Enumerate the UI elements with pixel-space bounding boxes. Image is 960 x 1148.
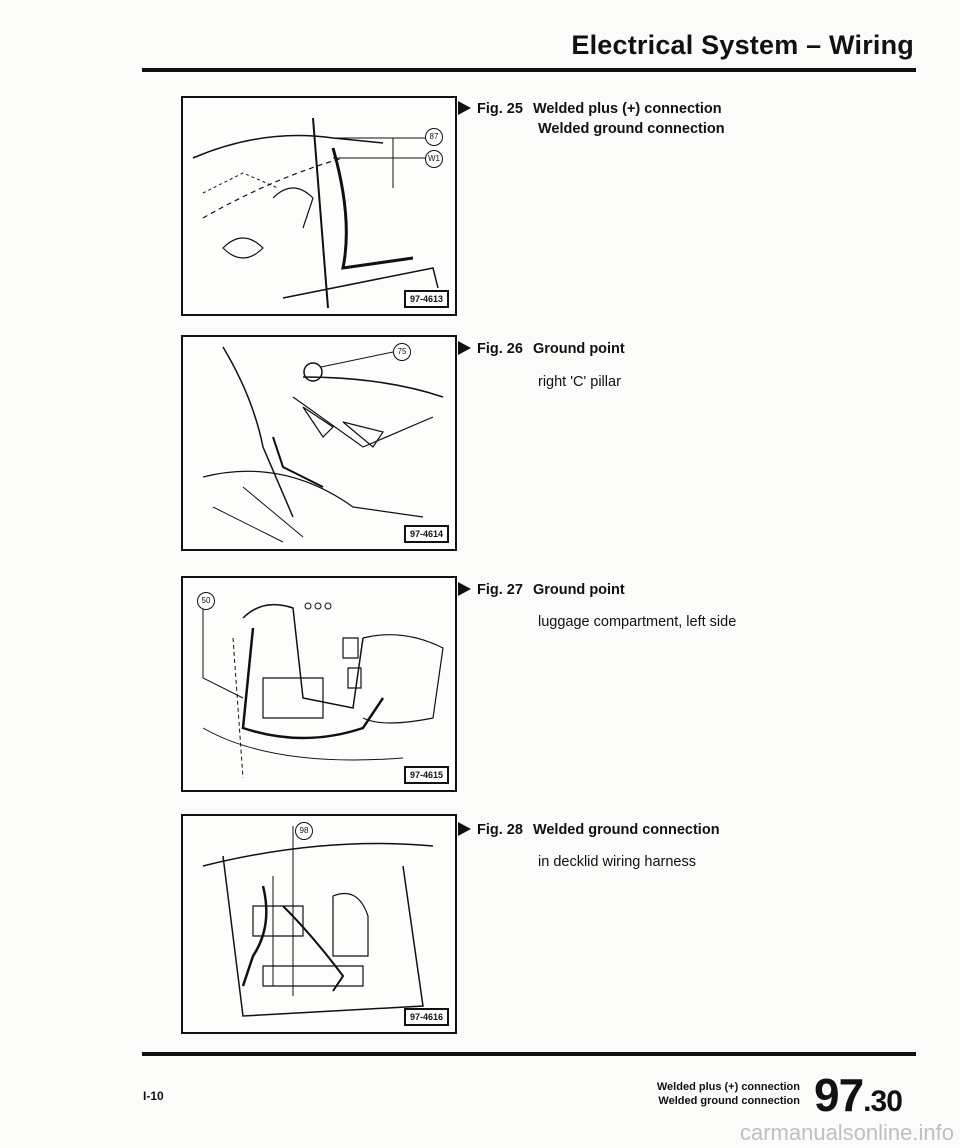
footer-rule bbox=[142, 1052, 916, 1056]
callout-75: 75 bbox=[393, 343, 411, 361]
callout-98: 98 bbox=[295, 822, 313, 840]
watermark: carmanualsonline.info bbox=[739, 1120, 954, 1145]
description-fig-27: luggage compartment, left side bbox=[538, 614, 737, 630]
description-fig-26: right 'C' pillar bbox=[538, 374, 621, 390]
arrow-icon bbox=[458, 101, 471, 115]
figure-number: 97-4613 bbox=[403, 290, 449, 308]
arrow-icon bbox=[458, 582, 471, 596]
page-number: I-10 bbox=[143, 1089, 164, 1103]
figure-28-drawing bbox=[202, 826, 434, 1017]
callout-w1: W1 bbox=[425, 150, 443, 168]
figure-number: 97-4616 bbox=[403, 1008, 449, 1026]
figure-25-drawing bbox=[192, 117, 439, 309]
figure-27-drawing bbox=[202, 598, 444, 779]
description-fig-28: in decklid wiring harness bbox=[538, 854, 696, 870]
callout-50: 50 bbox=[197, 592, 215, 610]
figure-number: 97-4615 bbox=[403, 766, 449, 784]
arrow-icon bbox=[458, 822, 471, 836]
figure-28-illustration: 98 97-4616 bbox=[181, 814, 457, 1034]
section-number: 97.30 bbox=[814, 1069, 903, 1121]
figure-26-drawing bbox=[202, 346, 444, 543]
figure-number: 97-4614 bbox=[403, 525, 449, 543]
header-rule bbox=[142, 68, 916, 72]
figure-27-illustration: 50 97-4615 bbox=[181, 576, 457, 792]
caption-line-2: Welded ground connection bbox=[538, 121, 725, 137]
figure-26-illustration: 75 97-4614 bbox=[181, 335, 457, 551]
arrow-icon bbox=[458, 341, 471, 355]
callout-87: 87 bbox=[425, 128, 443, 146]
page-title: Electrical System – Wiring bbox=[571, 30, 914, 60]
footer-subtitle: Welded plus (+) connection Welded ground… bbox=[656, 1081, 800, 1107]
figure-25-illustration: 87 W1 97-4613 bbox=[181, 96, 457, 316]
